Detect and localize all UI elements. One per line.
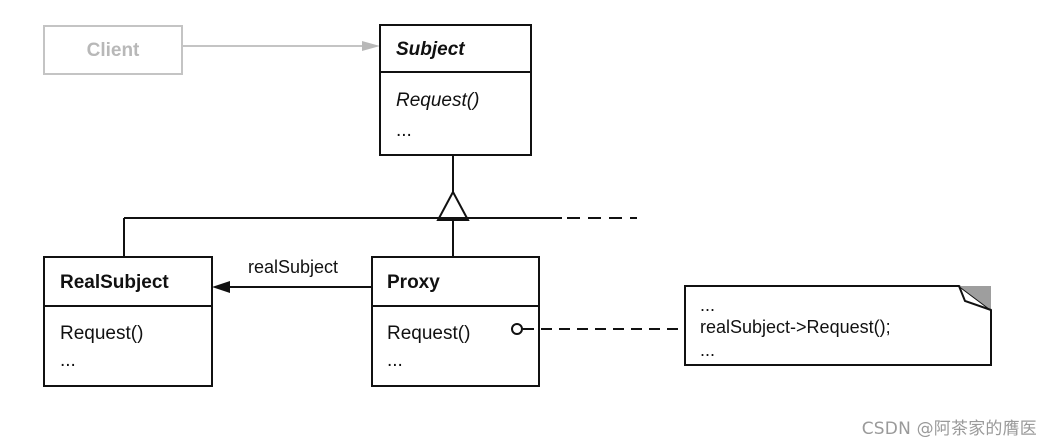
note-line-1: ...: [700, 295, 715, 315]
realsubject-association: realSubject: [212, 257, 372, 293]
client-name: Client: [87, 40, 140, 61]
realsubject-box: [43, 256, 213, 387]
subject-class: Subject Request() ...: [379, 24, 532, 156]
generalization-triangle: [436, 189, 470, 221]
realsubject-association-label: realSubject: [248, 257, 338, 277]
client-subject-association: [182, 41, 380, 51]
proxy-class: Proxy Request() ...: [371, 256, 540, 387]
proxy-name: Proxy: [387, 272, 440, 293]
implementation-note: ... realSubject->Request(); ...: [684, 285, 992, 366]
watermark: CSDN @阿茶家的膺医: [861, 419, 1037, 439]
client-box: [43, 25, 183, 75]
note-line-3: ...: [700, 340, 715, 360]
proxy-box: [371, 256, 540, 387]
subject-name: Subject: [396, 39, 465, 60]
proxy-operation: Request(): [387, 323, 470, 344]
realsubject-association-arrowhead: [212, 281, 230, 293]
note-fold-icon: [958, 285, 992, 311]
subject-operation: Request(): [396, 90, 479, 111]
proxy-more: ...: [387, 350, 403, 371]
note-anchor-icon: [511, 323, 523, 335]
realsubject-more: ...: [60, 350, 76, 371]
client-subject-arrowhead: [362, 41, 380, 51]
subject-box: [379, 24, 532, 156]
realsubject-class: RealSubject Request() ...: [43, 256, 213, 387]
note-line-2: realSubject->Request();: [700, 317, 891, 337]
realsubject-operation: Request(): [60, 323, 143, 344]
generalization: [123, 155, 637, 257]
note-box: [684, 285, 992, 366]
client-class: Client: [43, 25, 183, 75]
subject-more: ...: [396, 120, 412, 141]
note-fold-shadow: [959, 286, 991, 310]
realsubject-name: RealSubject: [60, 272, 169, 293]
